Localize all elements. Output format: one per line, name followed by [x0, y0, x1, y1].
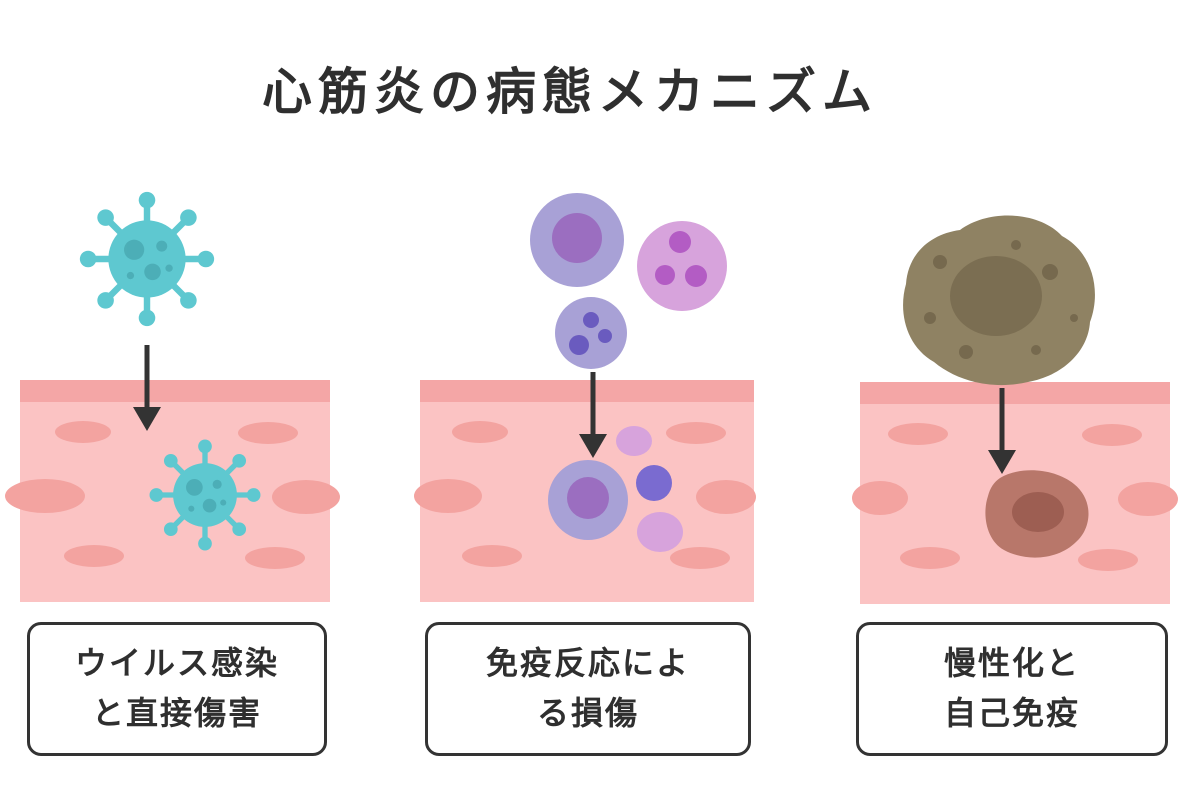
label-chronic-line1: 慢性化と: [943, 644, 1080, 683]
label-viral-line2: と直接傷害: [91, 694, 262, 732]
immune-cell-icon: [616, 426, 652, 456]
panel-viral: [5, 192, 340, 602]
page-title: 心筋炎の病態メカニズム: [262, 63, 878, 121]
virus-icon: [150, 440, 261, 551]
damaged-nucleus-icon: [985, 470, 1089, 558]
label-immune: 免疫反応によ る損傷: [425, 622, 751, 756]
monocyte-icon: [555, 297, 627, 369]
damaged-cell-icon: [903, 215, 1095, 386]
panel-chronic: [852, 215, 1178, 604]
tissue-block: [414, 380, 756, 602]
immune-cell-icon: [637, 512, 683, 552]
label-immune-line2: る損傷: [536, 694, 639, 732]
lymphocyte-icon: [530, 193, 624, 287]
immune-cell-icon: [636, 465, 672, 501]
label-chronic-line2: 自己免疫: [943, 694, 1080, 732]
neutrophil-icon: [637, 221, 727, 311]
virus-icon: [80, 192, 214, 326]
label-immune-line1: 免疫反応によ: [485, 644, 690, 683]
lymphocyte-icon: [548, 460, 628, 540]
label-viral-line1: ウイルス感染: [74, 644, 279, 683]
tissue-block: [5, 380, 340, 602]
label-chronic: 慢性化と 自己免疫: [856, 622, 1168, 756]
panel-immune: [414, 193, 756, 602]
label-viral: ウイルス感染 と直接傷害: [27, 622, 327, 756]
